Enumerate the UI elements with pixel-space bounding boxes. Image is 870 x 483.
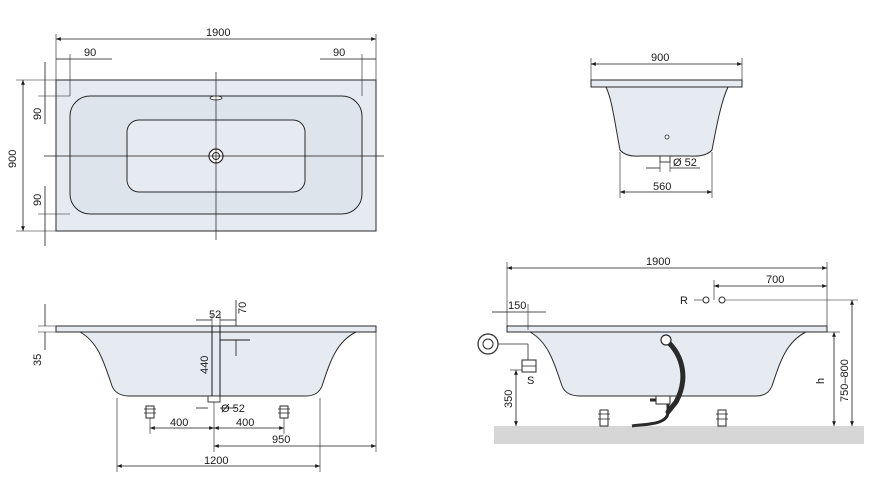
overflow-hose: [663, 337, 686, 415]
tap-left-icon: [702, 296, 710, 304]
end-view: 900 Ø 52 560: [590, 52, 743, 198]
front-foot-left: [144, 405, 156, 419]
top-inset-right-label: 90: [333, 47, 345, 59]
install-rim: [506, 325, 828, 333]
top-inset-left-label: 90: [84, 47, 96, 59]
install-view: 1900 700 R 150 S 350 h 750: [477, 256, 864, 444]
front-rim: [55, 325, 377, 333]
front-drain-height-label: 440: [199, 356, 211, 374]
front-drain-icon: [207, 395, 221, 403]
install-tap-label: R: [680, 295, 688, 307]
install-trap-offset-label: 150: [508, 300, 526, 312]
overflow-fitting-icon: [660, 334, 672, 346]
install-siphon-label: S: [527, 375, 534, 387]
end-drain-label: Ø 52: [673, 157, 697, 169]
end-base-width-label: 560: [653, 181, 671, 193]
siphon-trap: [631, 398, 670, 428]
siphon-detail-inner-icon: [482, 338, 494, 350]
top-view: 1900 90 90 900 90 90: [7, 27, 384, 246]
install-height-range-label: 750–800: [839, 359, 851, 402]
front-foot-right: [278, 405, 290, 419]
install-siphon-height-label: 350: [503, 390, 515, 408]
front-drain-width-label: 52: [209, 309, 221, 321]
front-foot-span-label: 1200: [204, 455, 228, 467]
front-view: 52 70 35 440 Ø 52 400 400 950 1200: [32, 300, 377, 472]
install-height-label: h: [815, 378, 827, 384]
install-tap-distance-label: 700: [766, 274, 784, 286]
end-drain-icon: [659, 155, 671, 163]
front-drain-diameter-label: Ø 52: [221, 403, 245, 415]
install-foot-left: [598, 409, 610, 427]
end-overflow-icon: [664, 134, 670, 140]
top-length-label: 1900: [206, 27, 230, 39]
front-foot-left-label: 400: [170, 417, 188, 429]
front-tub-body: [78, 331, 357, 397]
end-rim: [590, 79, 743, 88]
floor: [494, 426, 864, 444]
top-width-label: 900: [7, 150, 19, 168]
install-tub-body: [528, 331, 807, 397]
top-inset-bottom-label: 90: [32, 194, 44, 206]
front-to-drain-label: 950: [272, 434, 290, 446]
front-foot-right-label: 400: [236, 417, 254, 429]
install-length-label: 1900: [646, 256, 670, 268]
front-rim-height-label: 35: [32, 354, 44, 366]
top-inset-top-label: 90: [32, 108, 44, 120]
end-width-label: 900: [651, 52, 669, 64]
install-foot-right: [716, 409, 728, 427]
front-rim-offset-label: 70: [237, 302, 249, 314]
tap-right-icon: [718, 296, 726, 304]
end-tub-body: [605, 86, 729, 157]
